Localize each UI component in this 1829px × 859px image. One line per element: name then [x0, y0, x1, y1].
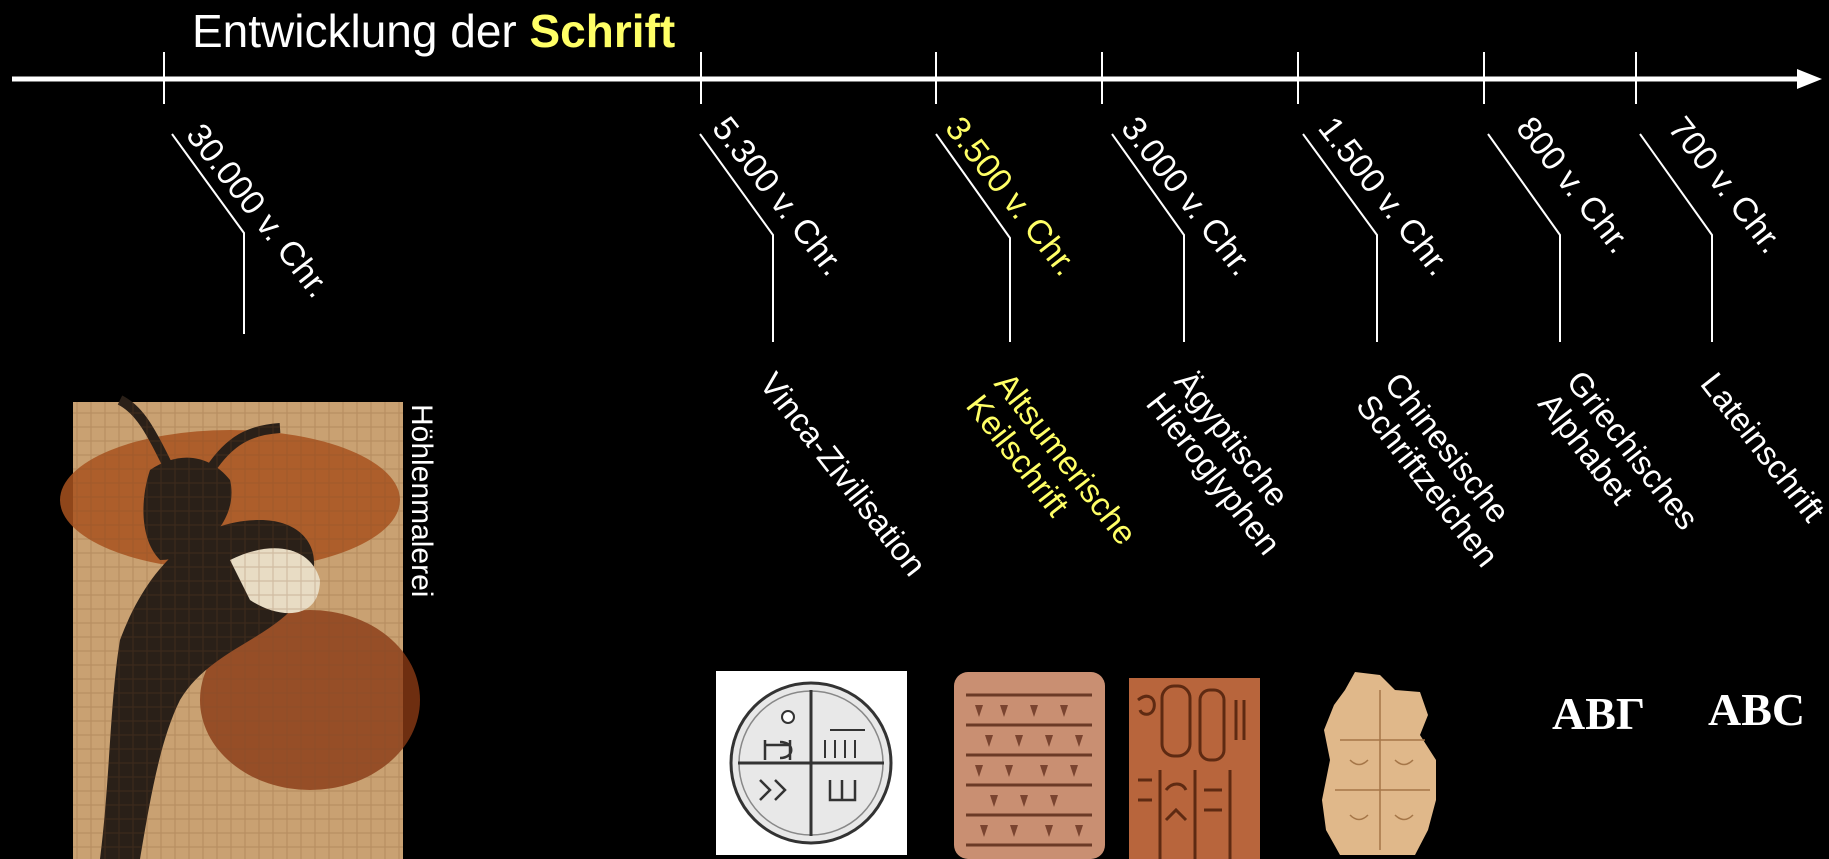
cuneiform-tablet-image — [954, 672, 1105, 859]
page-title: Entwicklung der Schrift — [192, 4, 675, 58]
hieroglyphs-image — [1129, 678, 1260, 859]
latin-alphabet-sample: ABC — [1708, 683, 1805, 736]
vinca-tablet-image — [716, 671, 907, 855]
leader-lines — [172, 134, 1712, 342]
event-label: Höhlenmalerei — [406, 404, 436, 597]
greek-alphabet-sample: ΑΒΓ — [1552, 687, 1645, 740]
oracle-bone-image — [1322, 672, 1436, 855]
cave-painting-image — [60, 400, 420, 859]
title-main: Entwicklung der — [192, 5, 517, 57]
timeline-arrowhead — [1797, 69, 1822, 89]
title-highlight: Schrift — [530, 5, 676, 57]
